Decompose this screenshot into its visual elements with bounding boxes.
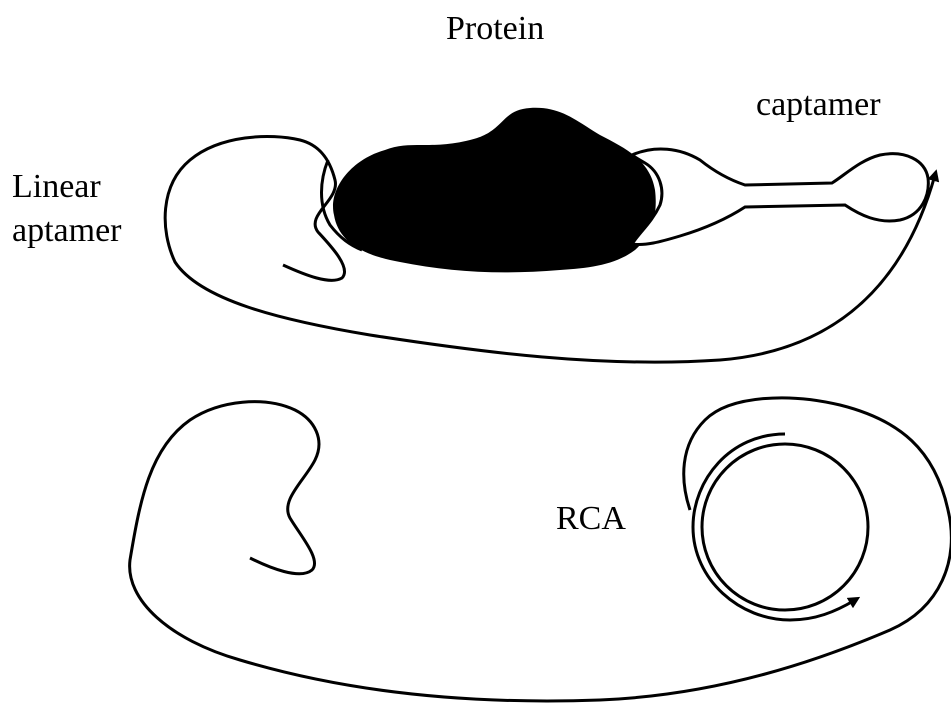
rca-circular-template (702, 444, 868, 610)
protein-blob (333, 108, 656, 273)
rca-product-arrow (693, 434, 855, 620)
protein-label: Protein (446, 10, 544, 48)
rca-label: RCA (556, 500, 626, 538)
rca-aptamer-outline (130, 398, 951, 701)
linear-aptamer-label-line1: Linear (12, 168, 101, 206)
linear-aptamer-label-line2: aptamer (12, 212, 122, 250)
captamer-outline (632, 149, 928, 245)
captamer-label: captamer (756, 86, 881, 124)
